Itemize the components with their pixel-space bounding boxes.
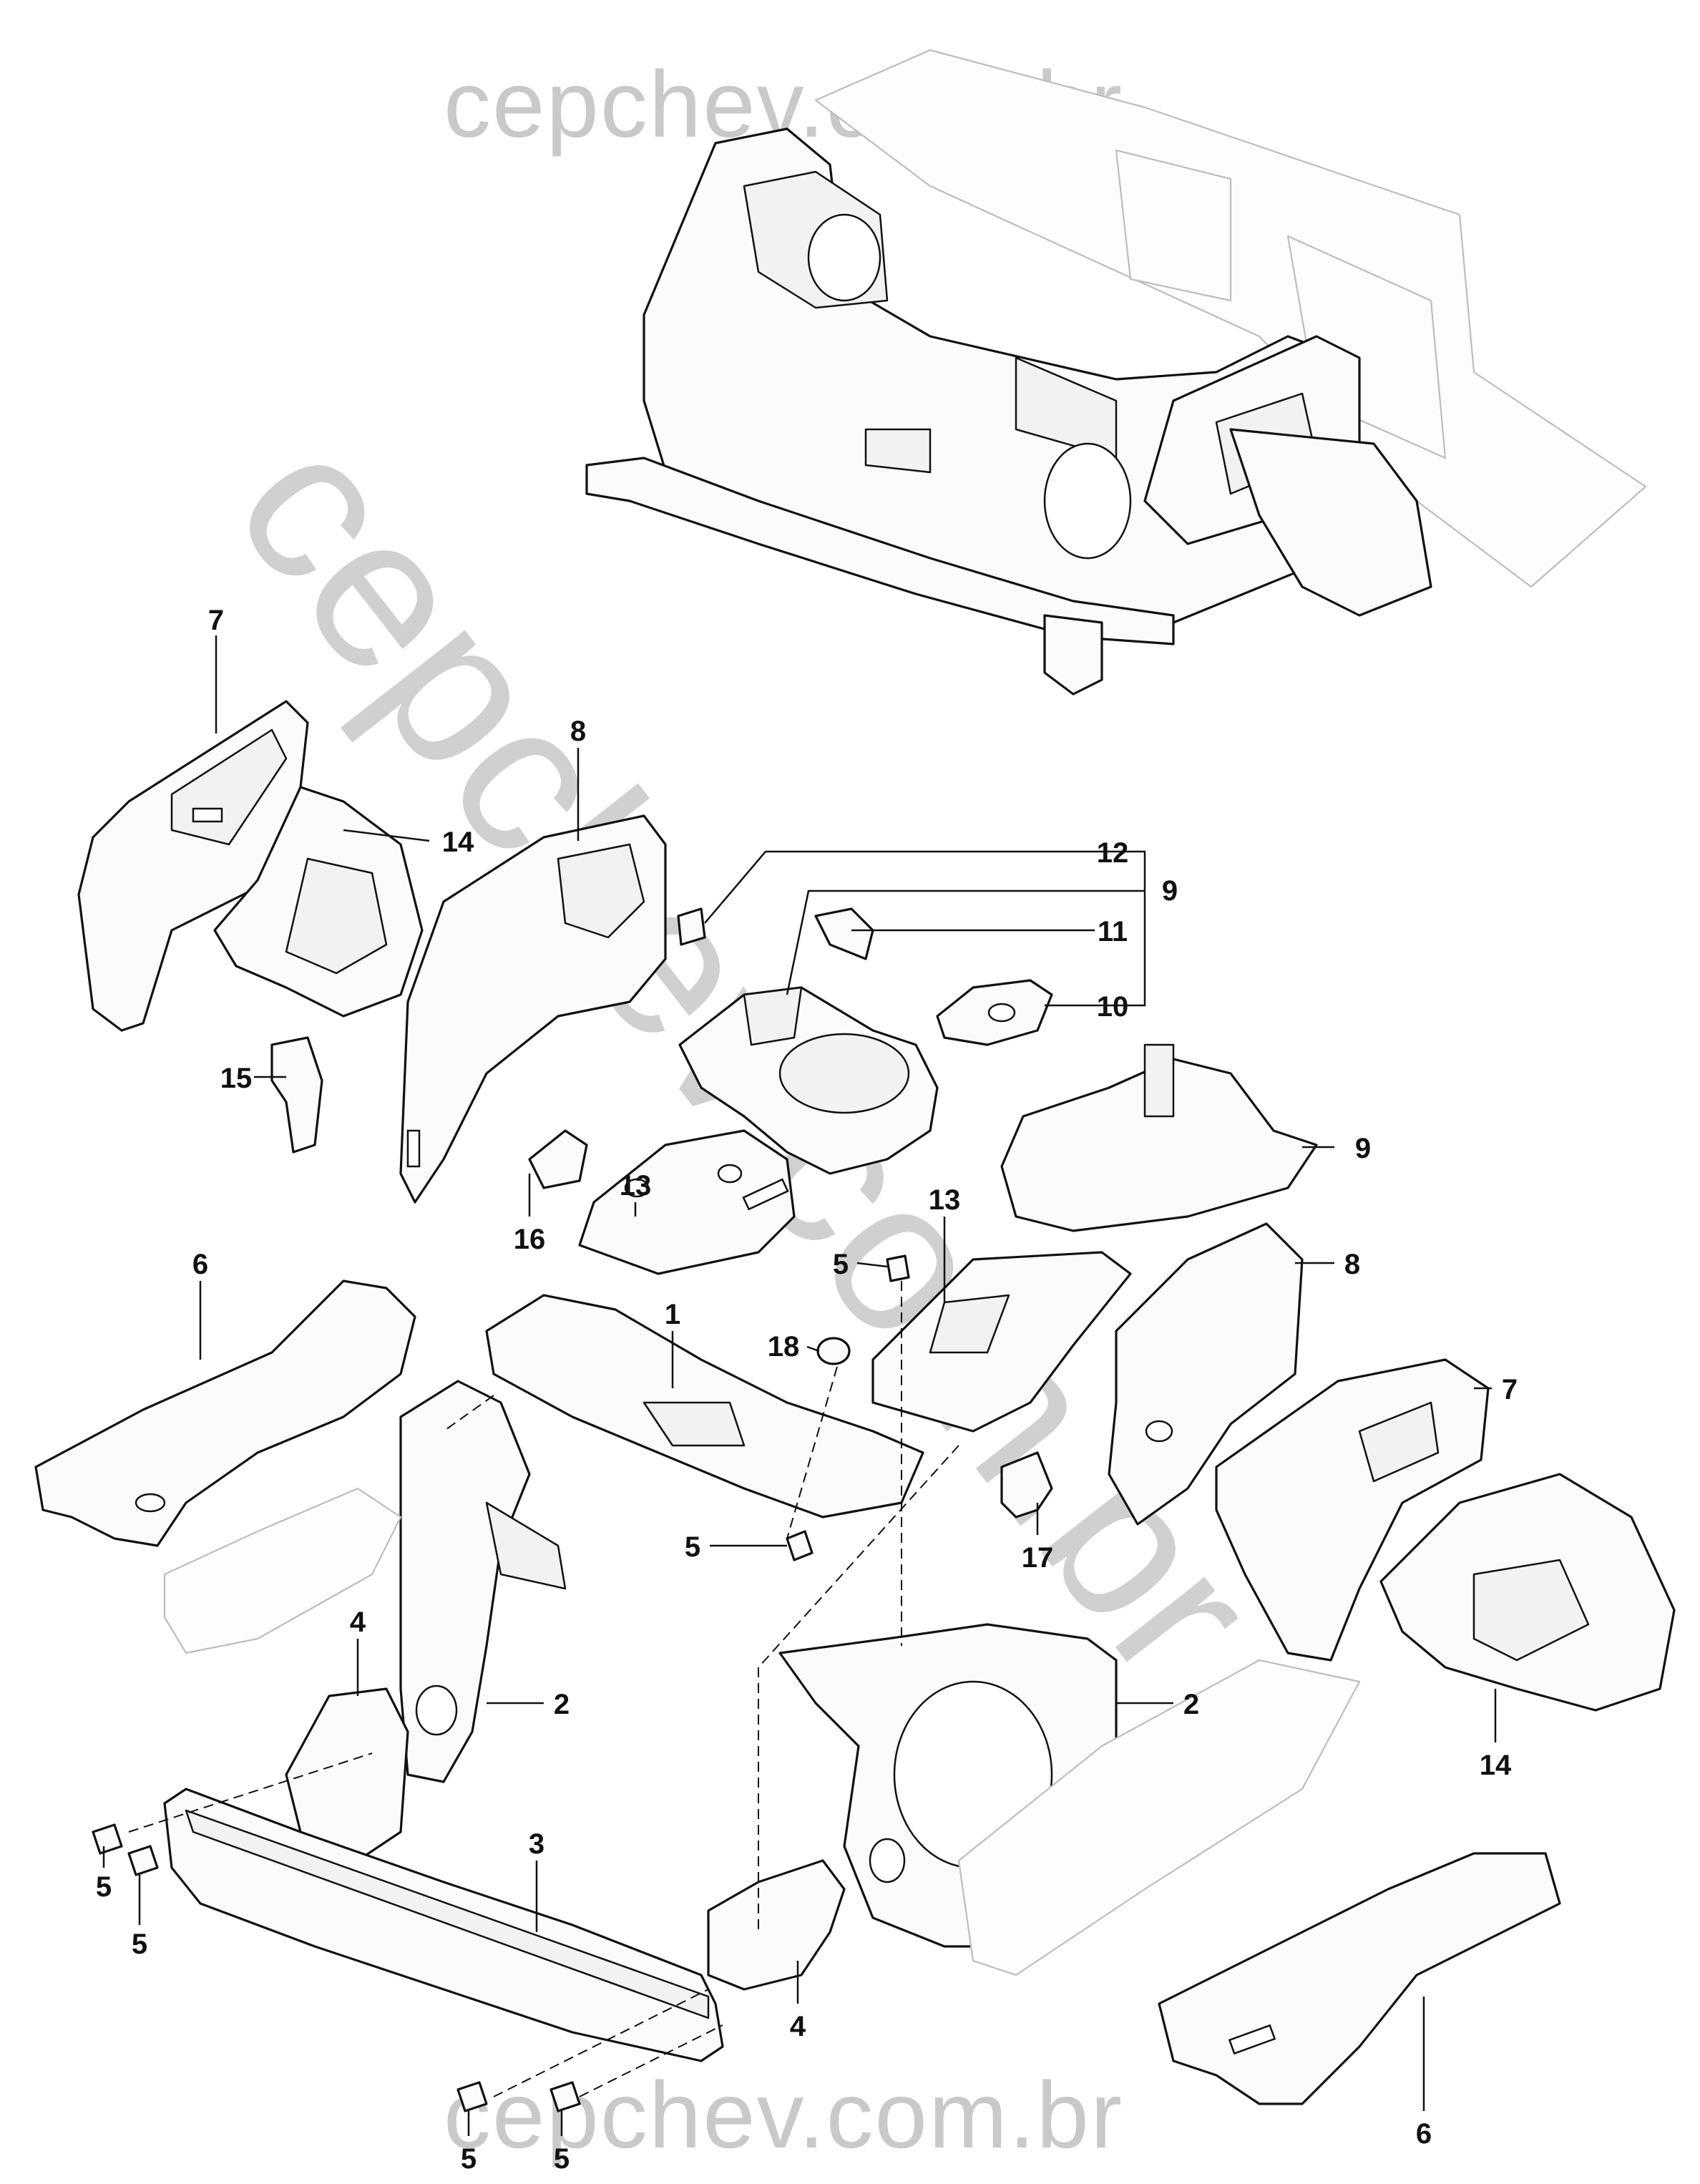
callout-7-right: 7	[1502, 1374, 1518, 1405]
callout-5-left-b: 5	[132, 1929, 147, 1960]
callout-5-bottom-a: 5	[461, 2143, 477, 2175]
callout-9: 9	[1162, 875, 1178, 907]
assembled-front-structure	[585, 49, 1647, 696]
callout-5-bottom-b: 5	[554, 2143, 570, 2175]
callout-7: 7	[208, 605, 224, 636]
bolt-5-a	[886, 1254, 910, 1282]
callout-2: 2	[554, 1689, 570, 1720]
callout-6-right: 6	[1416, 2118, 1432, 2150]
callout-3: 3	[529, 1828, 544, 1860]
part-8-right-inner-panel	[1108, 1222, 1304, 1526]
part-2-left-support	[399, 1380, 567, 1783]
part-7-left-apron	[77, 700, 309, 1032]
part-3-impact-bar	[163, 1788, 724, 2062]
watermark-bottom: cepchev.com.br	[444, 2062, 1123, 2168]
bolt-5-c	[92, 1823, 123, 1855]
bolt-5-f	[549, 2081, 581, 2112]
part-6-right-rail	[957, 1659, 1561, 2105]
part-8-left-inner-panel	[399, 814, 667, 1204]
part-15-bracket	[270, 1036, 323, 1154]
part-14-right-wheelhouse	[1379, 1473, 1676, 1712]
callout-8: 8	[570, 716, 586, 747]
callout-4: 4	[350, 1607, 366, 1638]
callout-1: 1	[665, 1299, 680, 1330]
part-1-cross-member	[485, 1294, 924, 1518]
bolt-5-b	[786, 1530, 814, 1561]
callout-10: 10	[1097, 991, 1129, 1023]
callout-5-center: 5	[685, 1531, 700, 1563]
callout-15: 15	[220, 1063, 253, 1094]
callout-8-right: 8	[1344, 1249, 1360, 1280]
callout-18: 18	[768, 1331, 800, 1362]
callout-11: 11	[1098, 916, 1128, 947]
part-18-grommet	[816, 1337, 851, 1365]
part-16-bracket	[528, 1129, 588, 1189]
part-11-bracket	[814, 907, 874, 960]
part-7-right-apron	[1215, 1358, 1490, 1662]
part-14-left-wheelhouse	[213, 786, 424, 1018]
part-4-right-bracket	[707, 1859, 846, 1991]
bolt-5-e	[456, 2081, 488, 2112]
callout-5-left-a: 5	[96, 1871, 112, 1903]
bolts-5	[92, 1254, 910, 2112]
callout-14: 14	[442, 827, 474, 858]
callout-6: 6	[192, 1249, 208, 1280]
callout-17: 17	[1022, 1542, 1054, 1574]
callout-2-right: 2	[1183, 1689, 1199, 1720]
assembly-lines	[128, 1281, 959, 2097]
callout-16: 16	[514, 1224, 546, 1255]
callout-4-right: 4	[790, 2011, 806, 2042]
part-9-right-strut-tower	[1000, 1043, 1318, 1232]
bolt-5-d	[127, 1845, 159, 1876]
leader-lines	[102, 635, 1497, 2136]
part-13-right-closeout	[871, 1251, 1132, 1433]
callout-9-right: 9	[1355, 1133, 1371, 1164]
part-12-clip	[677, 907, 706, 946]
part-17-bracket	[1000, 1451, 1053, 1518]
callout-labels: 7 14 8 12 9 11 10 15 13 16 9 6 1 13 5 8 …	[96, 605, 1518, 2175]
part-9-left-strut-tower	[678, 986, 939, 1175]
callout-13: 13	[620, 1170, 652, 1201]
ghost-left-rail	[163, 1487, 402, 1654]
callout-13-right: 13	[929, 1184, 961, 1216]
callout-12: 12	[1097, 837, 1129, 869]
callout-14-right: 14	[1480, 1750, 1512, 1781]
part-10-plate	[936, 979, 1053, 1046]
part-13-left-closeout	[578, 1129, 796, 1275]
callout-5: 5	[833, 1249, 849, 1280]
part-6-left-rail	[34, 1279, 416, 1547]
